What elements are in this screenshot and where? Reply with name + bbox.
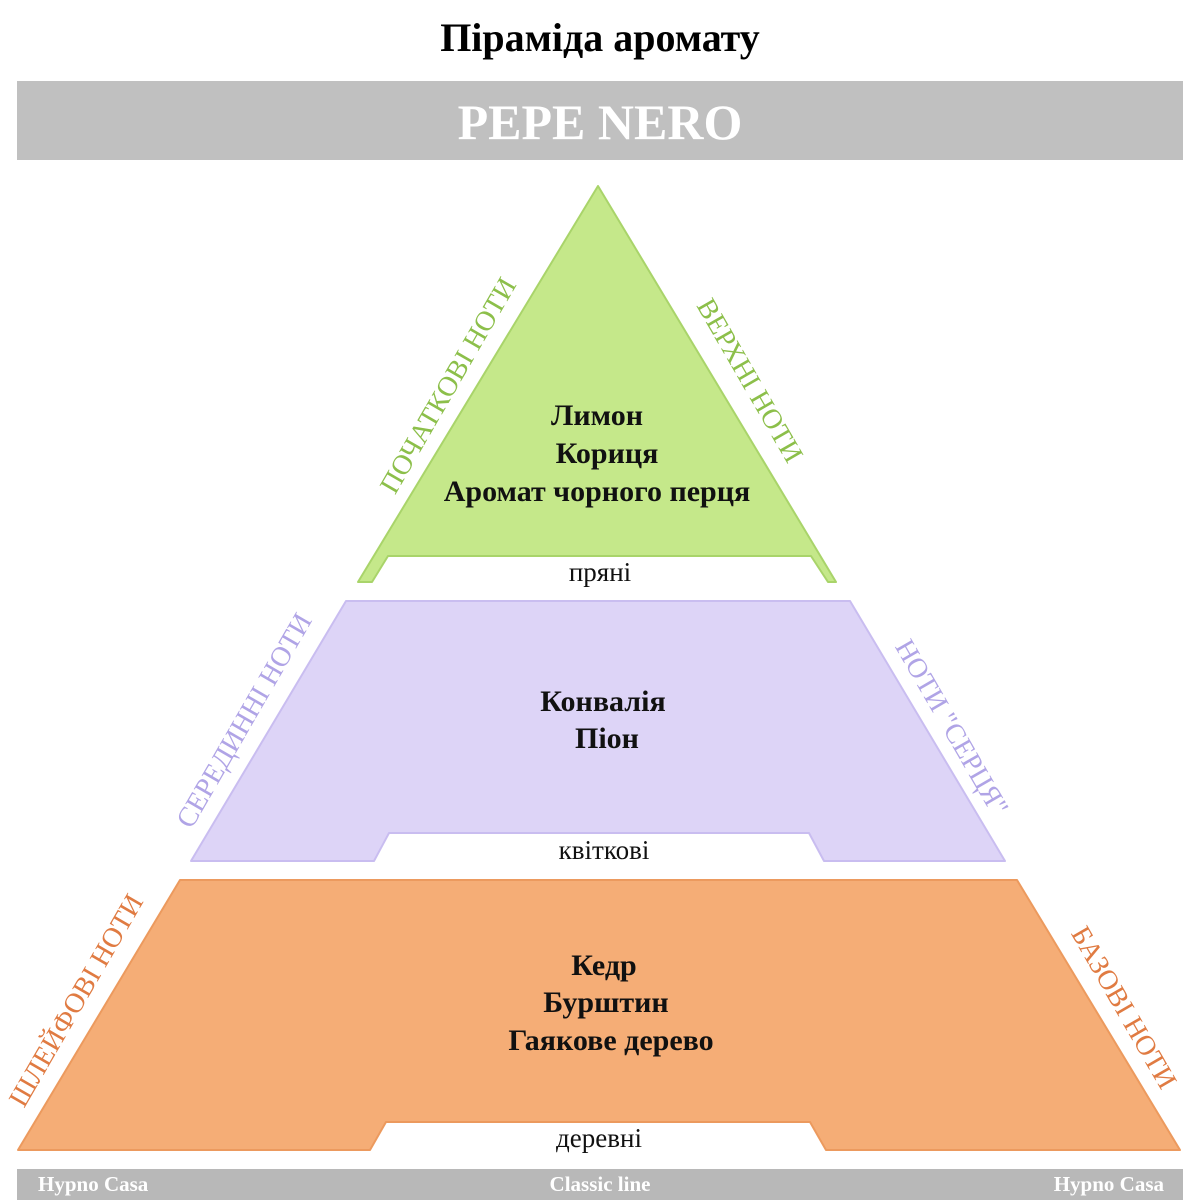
page-title: Піраміда аромату <box>440 15 760 60</box>
top-note-1: Лимон <box>551 399 643 432</box>
footer-left-brand: Hypno Casa <box>38 1172 149 1196</box>
base-note-1: Кедр <box>571 949 636 982</box>
pyramid-tier-top <box>357 185 837 583</box>
base-note-2: Бурштин <box>543 986 668 1019</box>
footer-right-brand: Hypno Casa <box>1053 1172 1164 1196</box>
base-category: деревні <box>556 1123 642 1153</box>
base-note-3: Гаякове дерево <box>508 1024 713 1057</box>
middle-note-2: Піон <box>575 722 639 755</box>
middle-category: квіткові <box>559 835 650 865</box>
pyramid-tier-base <box>17 879 1181 1151</box>
footer-bar: Hypno Casa Classic line Hypno Casa <box>17 1169 1183 1200</box>
brand-name: PEPE NERO <box>457 94 743 150</box>
footer-line-name: Classic line <box>549 1172 651 1196</box>
top-category: пряні <box>569 557 631 587</box>
pyramid-tier-middle <box>190 600 1006 862</box>
middle-note-1: Конвалія <box>540 685 665 718</box>
top-note-2: Кориця <box>556 437 659 470</box>
top-note-3: Аромат чорного перця <box>444 475 751 508</box>
brand-banner: PEPE NERO <box>17 81 1183 160</box>
